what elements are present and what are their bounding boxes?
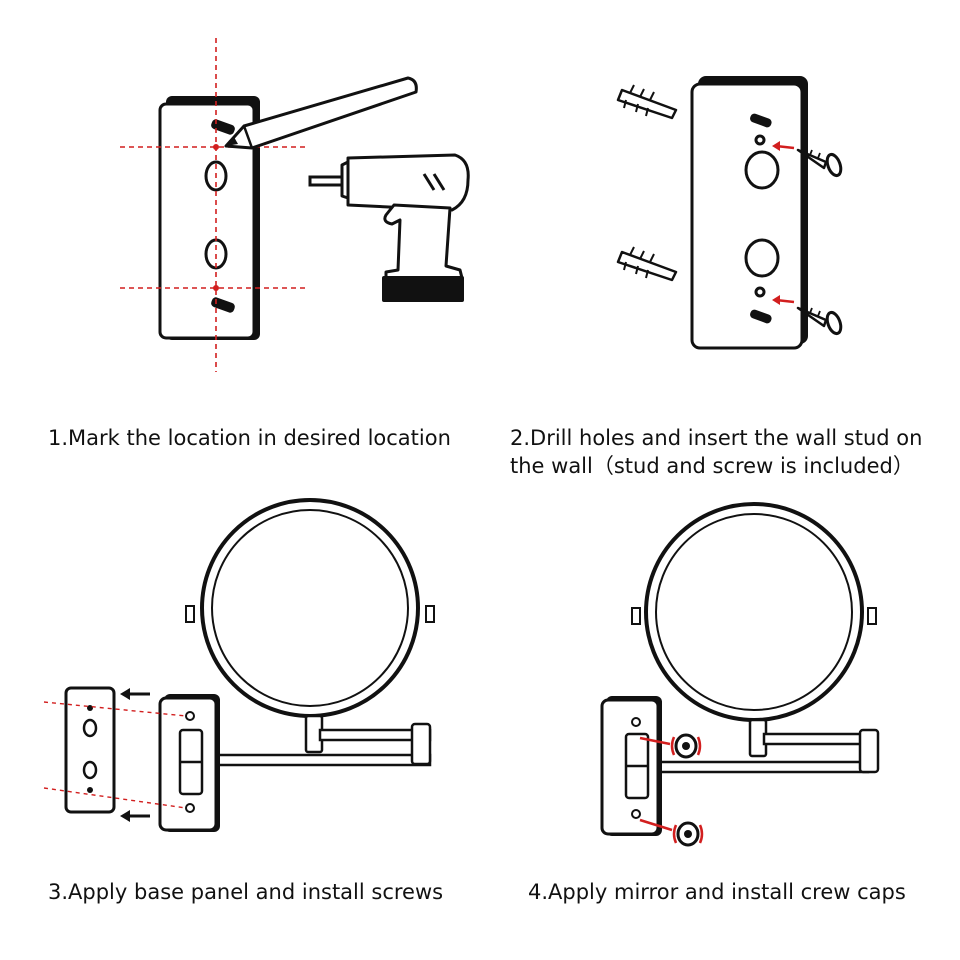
stud-top (211, 119, 235, 135)
mirror (185, 498, 435, 718)
direction-arrows (120, 688, 150, 822)
screw-cap-icon (670, 733, 702, 759)
stud-bottom (211, 297, 235, 313)
wall-anchor-icon (616, 246, 678, 282)
wall-anchor-icon (616, 84, 678, 120)
insert-arrows (772, 141, 795, 305)
screw-icon (796, 146, 843, 178)
step-4-caption: 4.Apply mirror and install crew caps (528, 880, 906, 904)
step-4-svg (600, 502, 880, 847)
mirror (631, 502, 877, 722)
wall-plate (64, 686, 116, 814)
drill-icon (308, 153, 470, 302)
cap-guide-lines (639, 736, 673, 832)
screw-icon (796, 304, 843, 336)
step-2-illustration (480, 0, 960, 410)
mirror-arm (204, 714, 432, 767)
base-plate (690, 76, 808, 350)
step-3-svg (43, 498, 435, 832)
studs-on-wall (750, 113, 772, 324)
mark-points (213, 144, 219, 291)
step-3-caption: 3.Apply base panel and install screws (48, 880, 444, 904)
mirror-arm (642, 718, 880, 774)
base-panel (158, 694, 220, 832)
step-3-illustration (0, 490, 480, 860)
step-1-illustration (0, 0, 480, 410)
step-1-caption: 1.Mark the location in desired location (48, 426, 451, 450)
pencil-icon (224, 76, 418, 150)
plate-holes (744, 134, 780, 298)
base-panel (600, 696, 662, 836)
base-plate (158, 96, 260, 340)
step-2-svg (616, 76, 843, 350)
step-1-svg (120, 38, 470, 372)
step-2-caption: 2.Drill holes and insert the wall stud o… (510, 426, 923, 478)
step-4-illustration (480, 490, 960, 860)
screw-cap-icon (672, 821, 704, 847)
